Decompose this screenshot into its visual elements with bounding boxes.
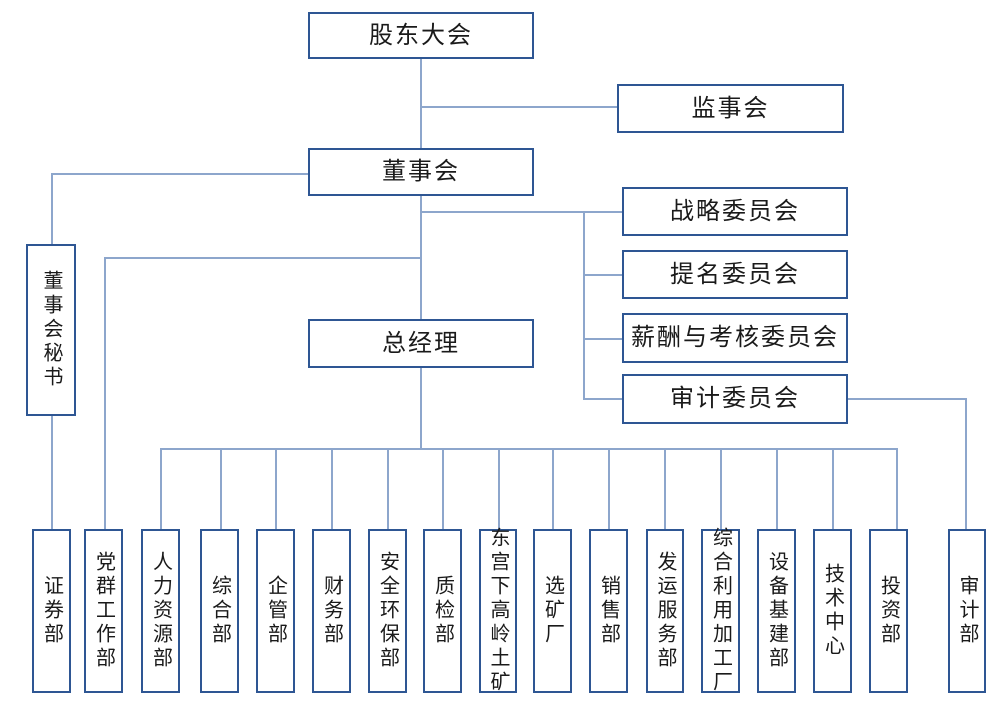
org-node-donggongxia-kaolin-mine: 东宫下高岭土矿	[479, 527, 517, 695]
org-node-shipping-service-dept: 发运服务部	[646, 529, 684, 693]
org-node-label: 选矿厂	[541, 575, 564, 647]
connector-line	[552, 448, 554, 529]
org-node-technology-center: 技术中心	[813, 529, 852, 693]
org-node-label: 证券部	[40, 575, 63, 647]
connector-line	[51, 173, 308, 175]
org-node-safety-environment-dept: 安全环保部	[368, 529, 407, 693]
connector-line	[420, 211, 622, 213]
org-node-label: 投资部	[877, 575, 900, 647]
org-node-label: 薪酬与考核委员会	[631, 324, 839, 351]
org-node-label: 提名委员会	[670, 260, 800, 288]
connector-line	[608, 448, 610, 529]
org-node-party-mass-work-dept: 党群工作部	[84, 529, 123, 693]
org-node-investment-dept: 投资部	[869, 529, 908, 693]
connector-line	[848, 398, 966, 400]
org-node-label: 股东大会	[369, 21, 473, 49]
org-node-sales-dept: 销售部	[589, 529, 628, 693]
connector-line	[720, 448, 722, 529]
org-node-remuneration-committee: 薪酬与考核委员会	[622, 313, 848, 363]
org-node-label: 综合利用加工厂	[709, 527, 732, 695]
connector-line	[51, 416, 53, 529]
org-node-label: 监事会	[691, 94, 770, 122]
org-node-nomination-committee: 提名委员会	[622, 250, 848, 299]
connector-line	[583, 398, 622, 400]
connector-line	[387, 448, 389, 529]
org-node-finance-dept: 财务部	[312, 529, 351, 693]
org-node-board-secretary: 董事会秘书	[26, 244, 76, 416]
connector-line	[331, 448, 333, 529]
org-node-label: 质检部	[431, 575, 454, 647]
connector-line	[51, 173, 53, 244]
org-node-label: 董事会	[382, 158, 460, 185]
connector-line	[104, 257, 106, 529]
org-node-label: 东宫下高岭土矿	[487, 527, 509, 695]
org-node-enterprise-mgmt-dept: 企管部	[256, 529, 295, 693]
connector-line	[420, 196, 422, 319]
connector-line	[583, 338, 622, 340]
org-node-securities-dept: 证券部	[32, 529, 71, 693]
connector-line	[832, 448, 834, 529]
connector-line	[896, 448, 898, 529]
org-node-supervisory-board: 监事会	[617, 84, 844, 133]
org-node-label: 财务部	[320, 575, 343, 647]
connector-line	[442, 448, 444, 529]
org-node-label: 综合部	[208, 575, 231, 647]
connector-line	[420, 106, 617, 108]
connector-line	[965, 398, 967, 529]
org-node-label: 战略委员会	[670, 197, 800, 225]
org-node-label: 审计委员会	[670, 385, 800, 412]
org-node-shareholders-meeting: 股东大会	[308, 12, 534, 59]
org-node-label: 销售部	[597, 575, 620, 647]
connector-line	[498, 448, 500, 529]
org-node-label: 董事会秘书	[40, 270, 62, 390]
org-node-audit-dept: 审计部	[948, 529, 986, 693]
org-node-label: 发运服务部	[654, 551, 676, 671]
org-node-label: 人力资源部	[149, 551, 172, 671]
org-node-human-resources-dept: 人力资源部	[141, 529, 180, 693]
connector-line	[220, 448, 222, 529]
org-node-audit-committee: 审计委员会	[622, 374, 848, 424]
connector-line	[776, 448, 778, 529]
org-node-label: 设备基建部	[765, 551, 788, 671]
org-node-label: 总经理	[382, 329, 460, 357]
connector-line	[160, 448, 162, 529]
org-node-label: 党群工作部	[92, 551, 115, 671]
connector-line	[420, 368, 422, 448]
connector-line	[664, 448, 666, 529]
org-node-general-affairs-dept: 综合部	[200, 529, 239, 693]
connector-line	[583, 274, 622, 276]
org-node-comprehensive-processing-plant: 综合利用加工厂	[701, 527, 740, 695]
org-node-label: 技术中心	[821, 563, 844, 659]
org-node-ore-dressing-plant: 选矿厂	[533, 529, 572, 693]
org-node-label: 审计部	[956, 575, 978, 647]
connector-line	[583, 211, 585, 399]
connector-line	[160, 448, 897, 450]
connector-line	[275, 448, 277, 529]
connector-line	[104, 257, 420, 259]
org-node-strategy-committee: 战略委员会	[622, 187, 848, 236]
org-node-equipment-infrastructure-dept: 设备基建部	[757, 529, 796, 693]
org-node-label: 企管部	[264, 575, 287, 647]
org-node-general-manager: 总经理	[308, 319, 534, 368]
org-node-label: 安全环保部	[376, 551, 399, 671]
org-node-quality-inspection-dept: 质检部	[423, 529, 462, 693]
org-node-board-of-directors: 董事会	[308, 148, 534, 196]
connector-line	[420, 59, 422, 148]
